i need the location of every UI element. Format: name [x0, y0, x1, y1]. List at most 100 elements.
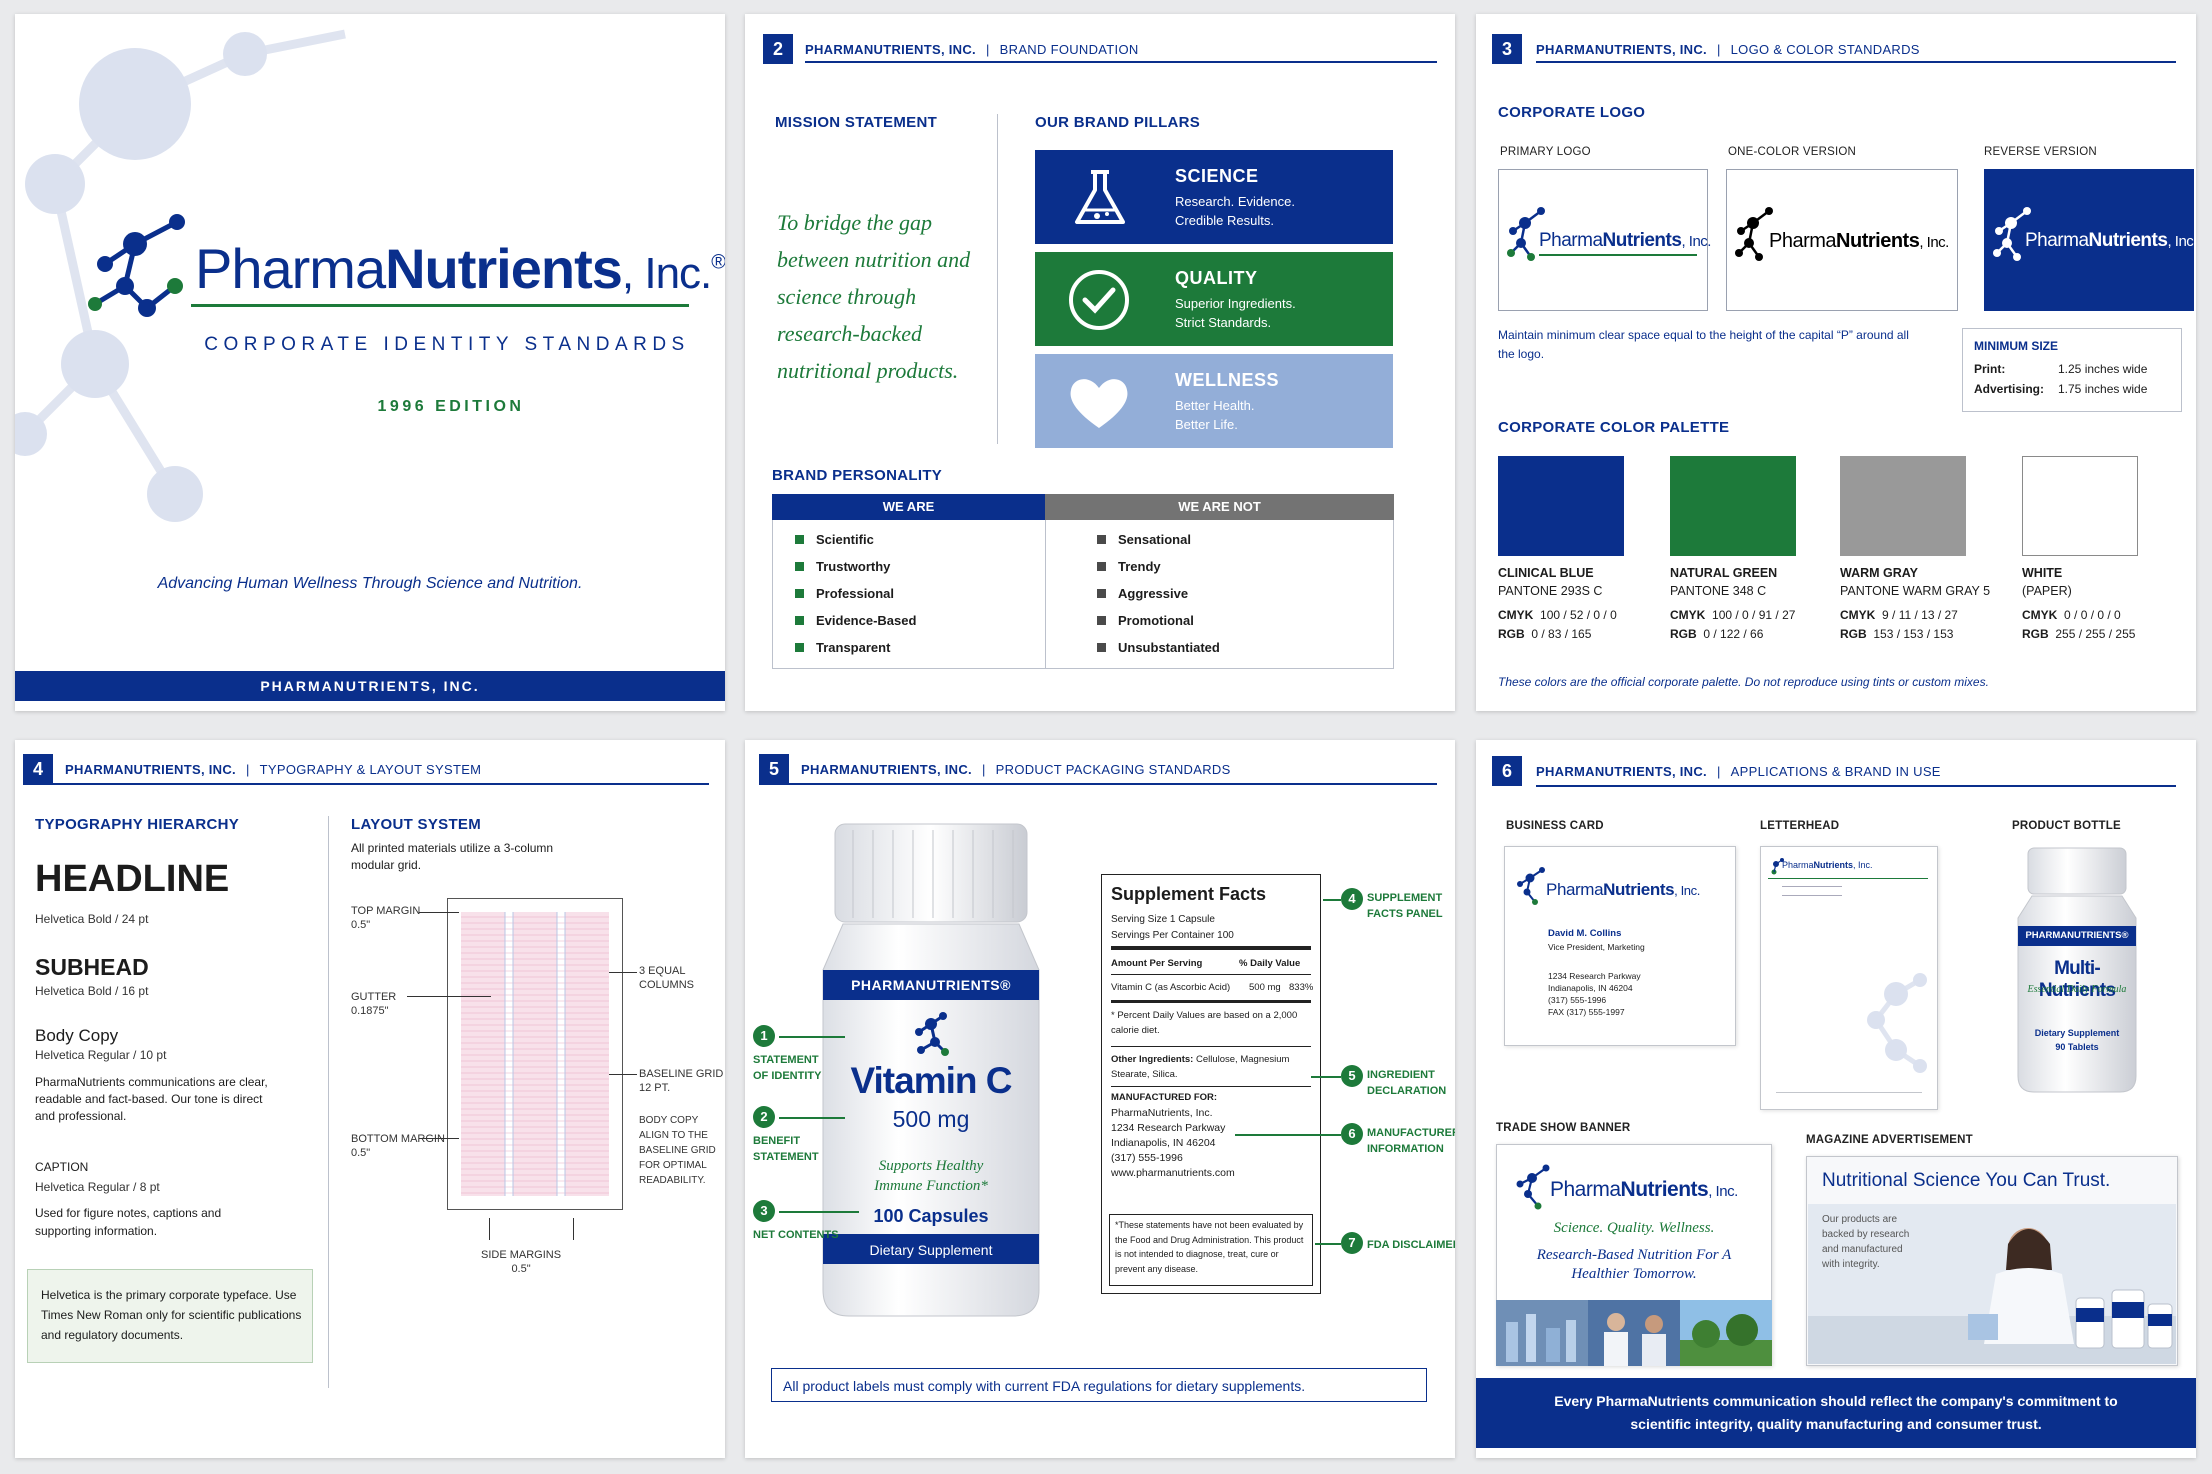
- letterhead-rule: [1768, 878, 1928, 879]
- banner-wordmark: PharmaNutrients, Inc.: [1550, 1178, 1738, 1201]
- page-logo-color: 3 PHARMANUTRIENTS, INC.|LOGO & COLOR STA…: [1476, 14, 2196, 711]
- molecule-logo-icon: [88, 214, 185, 317]
- we-are-item: Transparent: [795, 640, 890, 655]
- bottle-count: 100 Capsules: [873, 1206, 989, 1226]
- callout-3-label: NET CONTENTS: [753, 1229, 839, 1241]
- side-margins-label: SIDE MARGINS 0.5": [481, 1249, 562, 1275]
- page-header: PHARMANUTRIENTS, INC.|BRAND FOUNDATION: [805, 42, 1139, 57]
- swatch-white: [2022, 456, 2138, 556]
- callout-7: 7: [1341, 1232, 1363, 1254]
- minimum-size-box: [1962, 328, 2182, 412]
- swatch-natural-green: [1670, 456, 1796, 556]
- color-name: WHITE(PAPER): [2022, 566, 2072, 598]
- letterhead-mockup: [1760, 846, 1938, 1110]
- facts-title: Supplement Facts: [1111, 884, 1267, 904]
- heart-icon: [1070, 379, 1128, 428]
- baseline-grid-label: BASELINE GRID 12 PT.: [639, 1068, 724, 1094]
- cover-logo-wordmark: PharmaNutrients, Inc.®: [195, 237, 725, 300]
- pillar-science-desc: Research. Evidence.Credible Results.: [1175, 194, 1295, 228]
- bottom-margin-label: BOTTOM MARGIN 0.5": [351, 1133, 445, 1159]
- pillar-science: SCIENCE Research. Evidence.Credible Resu…: [1035, 150, 1393, 244]
- primary-logo-wordmark: PharmaNutrients, Inc.: [1539, 230, 1711, 251]
- molecule-logo-icon: [1735, 207, 1773, 261]
- grid-diagram: [447, 898, 623, 1210]
- we-are-header: WE ARE: [772, 494, 1045, 520]
- page-cover: PharmaNutrients, Inc.® CORPORATE IDENTIT…: [15, 14, 725, 711]
- pillar-wellness-desc: Better Health.Better Life.: [1175, 398, 1255, 432]
- callout-7-label: FDA DISCLAIMER: [1367, 1239, 1455, 1251]
- facts-rule: [1111, 974, 1311, 975]
- caption-sample-text: Used for figure notes, captions and supp…: [35, 1206, 222, 1238]
- vitamin-c-bottle-illustration: [822, 823, 1040, 1317]
- page-header-rule: [1536, 785, 2176, 787]
- typeface-note: Helvetica is the primary corporate typef…: [41, 1288, 302, 1342]
- pillar-wellness-title: WELLNESS: [1175, 370, 1280, 390]
- magazine-label: MAGAZINE ADVERTISEMENT: [1806, 1134, 1973, 1146]
- product-bottle-desc: Dietary Supplement: [2034, 1028, 2120, 1038]
- cover-tagline: Advancing Human Wellness Through Science…: [157, 575, 583, 592]
- trade-show-label: TRADE SHOW BANNER: [1496, 1122, 1631, 1134]
- typography-divider: [328, 816, 329, 1388]
- letterhead-text-lines: [1782, 886, 1842, 896]
- side-margin-arrow-left: [489, 1218, 490, 1240]
- we-are-not-header: WE ARE NOT: [1045, 494, 1394, 520]
- we-are-not-item: Promotional: [1097, 613, 1194, 628]
- personality-divider: [1045, 520, 1046, 669]
- top-margin-label: TOP MARGIN 0.5": [351, 905, 421, 931]
- page-header-rule: [1536, 61, 2176, 63]
- product-bottle-name: Multi-Nutrients: [2038, 958, 2116, 1001]
- callout-5-label: INGREDIENT DECLARATION: [1367, 1069, 1447, 1097]
- checkmark-icon: [1069, 270, 1129, 330]
- letterhead-footer-line: [1776, 1092, 1922, 1093]
- letterhead-molecule-graphic: [1867, 973, 1927, 1073]
- callout-1-line: [779, 1036, 845, 1038]
- page-number: 3: [1492, 34, 1522, 64]
- fda-disclaimer-text: *These statements have not been evaluate…: [1115, 1220, 1304, 1274]
- page-header: PHARMANUTRIENTS, INC.|TYPOGRAPHY & LAYOU…: [65, 762, 482, 777]
- callout-7-line: [1315, 1243, 1341, 1245]
- letterhead-label: LETTERHEAD: [1760, 820, 1840, 832]
- headline-sample: HEADLINE: [35, 858, 230, 900]
- lab-scientist-photo: [1808, 1204, 2176, 1364]
- molecule-logo-icon: [1507, 207, 1545, 261]
- caption-sample-title: CAPTION: [35, 1160, 89, 1174]
- flask-icon: [1075, 170, 1125, 224]
- one-color-label: ONE-COLOR VERSION: [1728, 146, 1857, 158]
- business-card-wordmark: PharmaNutrients, Inc.: [1546, 880, 1700, 899]
- card-name: David M. Collins: [1548, 928, 1622, 939]
- page-number: 6: [1492, 756, 1522, 786]
- cover-footer-bar: [15, 671, 725, 701]
- typeface-note-box: [27, 1269, 313, 1363]
- pillar-science-title: SCIENCE: [1175, 166, 1259, 186]
- page-brand-foundation: 2 PHARMANUTRIENTS, INC.|BRAND FOUNDATION…: [745, 14, 1455, 711]
- pillar-wellness: WELLNESS Better Health.Better Life.: [1035, 354, 1393, 448]
- vitamin-row-amount: 500 mg: [1249, 982, 1281, 993]
- top-margin-arrow: [419, 912, 459, 913]
- min-adv-value: 1.75 inches wide: [2058, 382, 2148, 396]
- columns-label: 3 EQUAL COLUMNS: [639, 965, 695, 991]
- facts-rule: [1111, 1046, 1311, 1047]
- callout-6-line: [1235, 1134, 1341, 1136]
- manufacturer-lines: PharmaNutrients, Inc.1234 Research Parkw…: [1111, 1107, 1235, 1179]
- bottle-product-name: Vitamin C: [850, 1060, 1013, 1101]
- product-bottle-count: 90 Tablets: [2055, 1042, 2099, 1052]
- bottle-band-text: Dietary Supplement: [869, 1242, 993, 1258]
- product-bottle-brand: PHARMANUTRIENTS®: [2025, 930, 2129, 941]
- pillar-quality-desc: Superior Ingredients.Strict Standards.: [1175, 296, 1296, 330]
- letterhead-wordmark: PharmaNutrients, Inc.: [1782, 860, 1873, 870]
- one-color-logo-wordmark: PharmaNutrients, Inc.: [1769, 230, 1949, 252]
- reverse-label: REVERSE VERSION: [1984, 146, 2097, 158]
- primary-logo-box: PharmaNutrients, Inc.: [1498, 169, 1711, 311]
- corporate-logo-title: CORPORATE LOGO: [1498, 104, 1646, 121]
- molecule-logo-icon: [1517, 867, 1545, 905]
- color-palette-title: CORPORATE COLOR PALETTE: [1498, 419, 1730, 436]
- banner-photo-strip: [1496, 1300, 1772, 1366]
- we-are-item: Evidence-Based: [795, 613, 916, 628]
- callout-3: 3: [753, 1200, 775, 1222]
- caption-spec: Helvetica Regular / 8 pt: [35, 1180, 160, 1194]
- subhead-sample: SUBHEAD: [35, 954, 149, 980]
